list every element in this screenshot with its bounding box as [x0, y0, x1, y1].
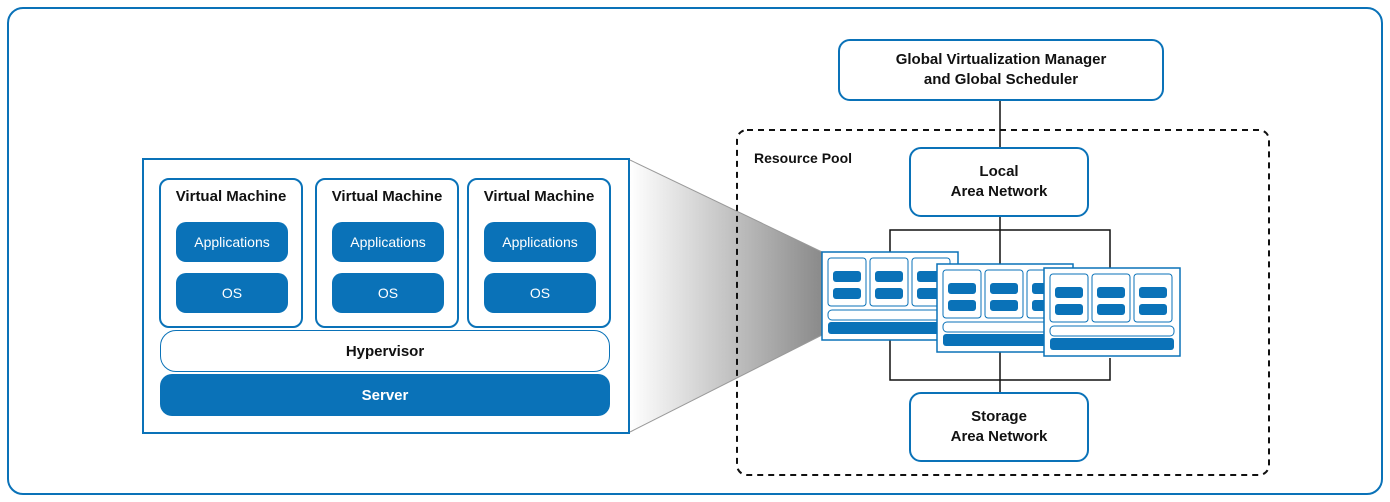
- san-box: Storage Area Network: [909, 392, 1089, 462]
- resource-pool-label: Resource Pool: [754, 150, 853, 166]
- hypervisor-layer: Hypervisor: [160, 330, 610, 372]
- san-line2: Area Network: [950, 428, 1048, 445]
- server-icon-3: [1043, 267, 1181, 357]
- lan-line1: Local: [979, 163, 1019, 180]
- vm-title: Virtual Machine: [483, 188, 595, 205]
- vm-title: Virtual Machine: [331, 188, 443, 205]
- zoom-edge-bottom: [629, 334, 823, 433]
- virtual-machine-1: Virtual Machine Applications OS: [159, 178, 303, 328]
- applications-block: Applications: [176, 222, 288, 262]
- resource-pool-boundary: [736, 129, 1270, 476]
- global-manager-line1: Global Virtualization Manager: [895, 51, 1107, 68]
- san-line1: Storage: [971, 408, 1027, 425]
- server-detail-panel: Virtual Machine Applications OS Virtual …: [142, 158, 630, 434]
- lan-links: [889, 217, 1111, 268]
- os-block: OS: [332, 273, 444, 313]
- applications-block: Applications: [484, 222, 596, 262]
- server-layer: Server: [160, 374, 610, 416]
- os-block: OS: [176, 273, 288, 313]
- zoom-edge-top: [629, 159, 823, 253]
- vm-title: Virtual Machine: [175, 188, 287, 205]
- global-manager-box: Global Virtualization Manager and Global…: [838, 39, 1164, 101]
- global-manager-line2: and Global Scheduler: [923, 71, 1079, 88]
- virtual-machine-2: Virtual Machine Applications OS: [315, 178, 459, 328]
- lan-box: Local Area Network: [909, 147, 1089, 217]
- lan-line2: Area Network: [950, 183, 1048, 200]
- san-links: [889, 340, 1111, 392]
- applications-block: Applications: [332, 222, 444, 262]
- server-icon-1: [821, 251, 959, 341]
- virtual-machine-3: Virtual Machine Applications OS: [467, 178, 611, 328]
- zoom-wedge: [630, 160, 822, 432]
- os-block: OS: [484, 273, 596, 313]
